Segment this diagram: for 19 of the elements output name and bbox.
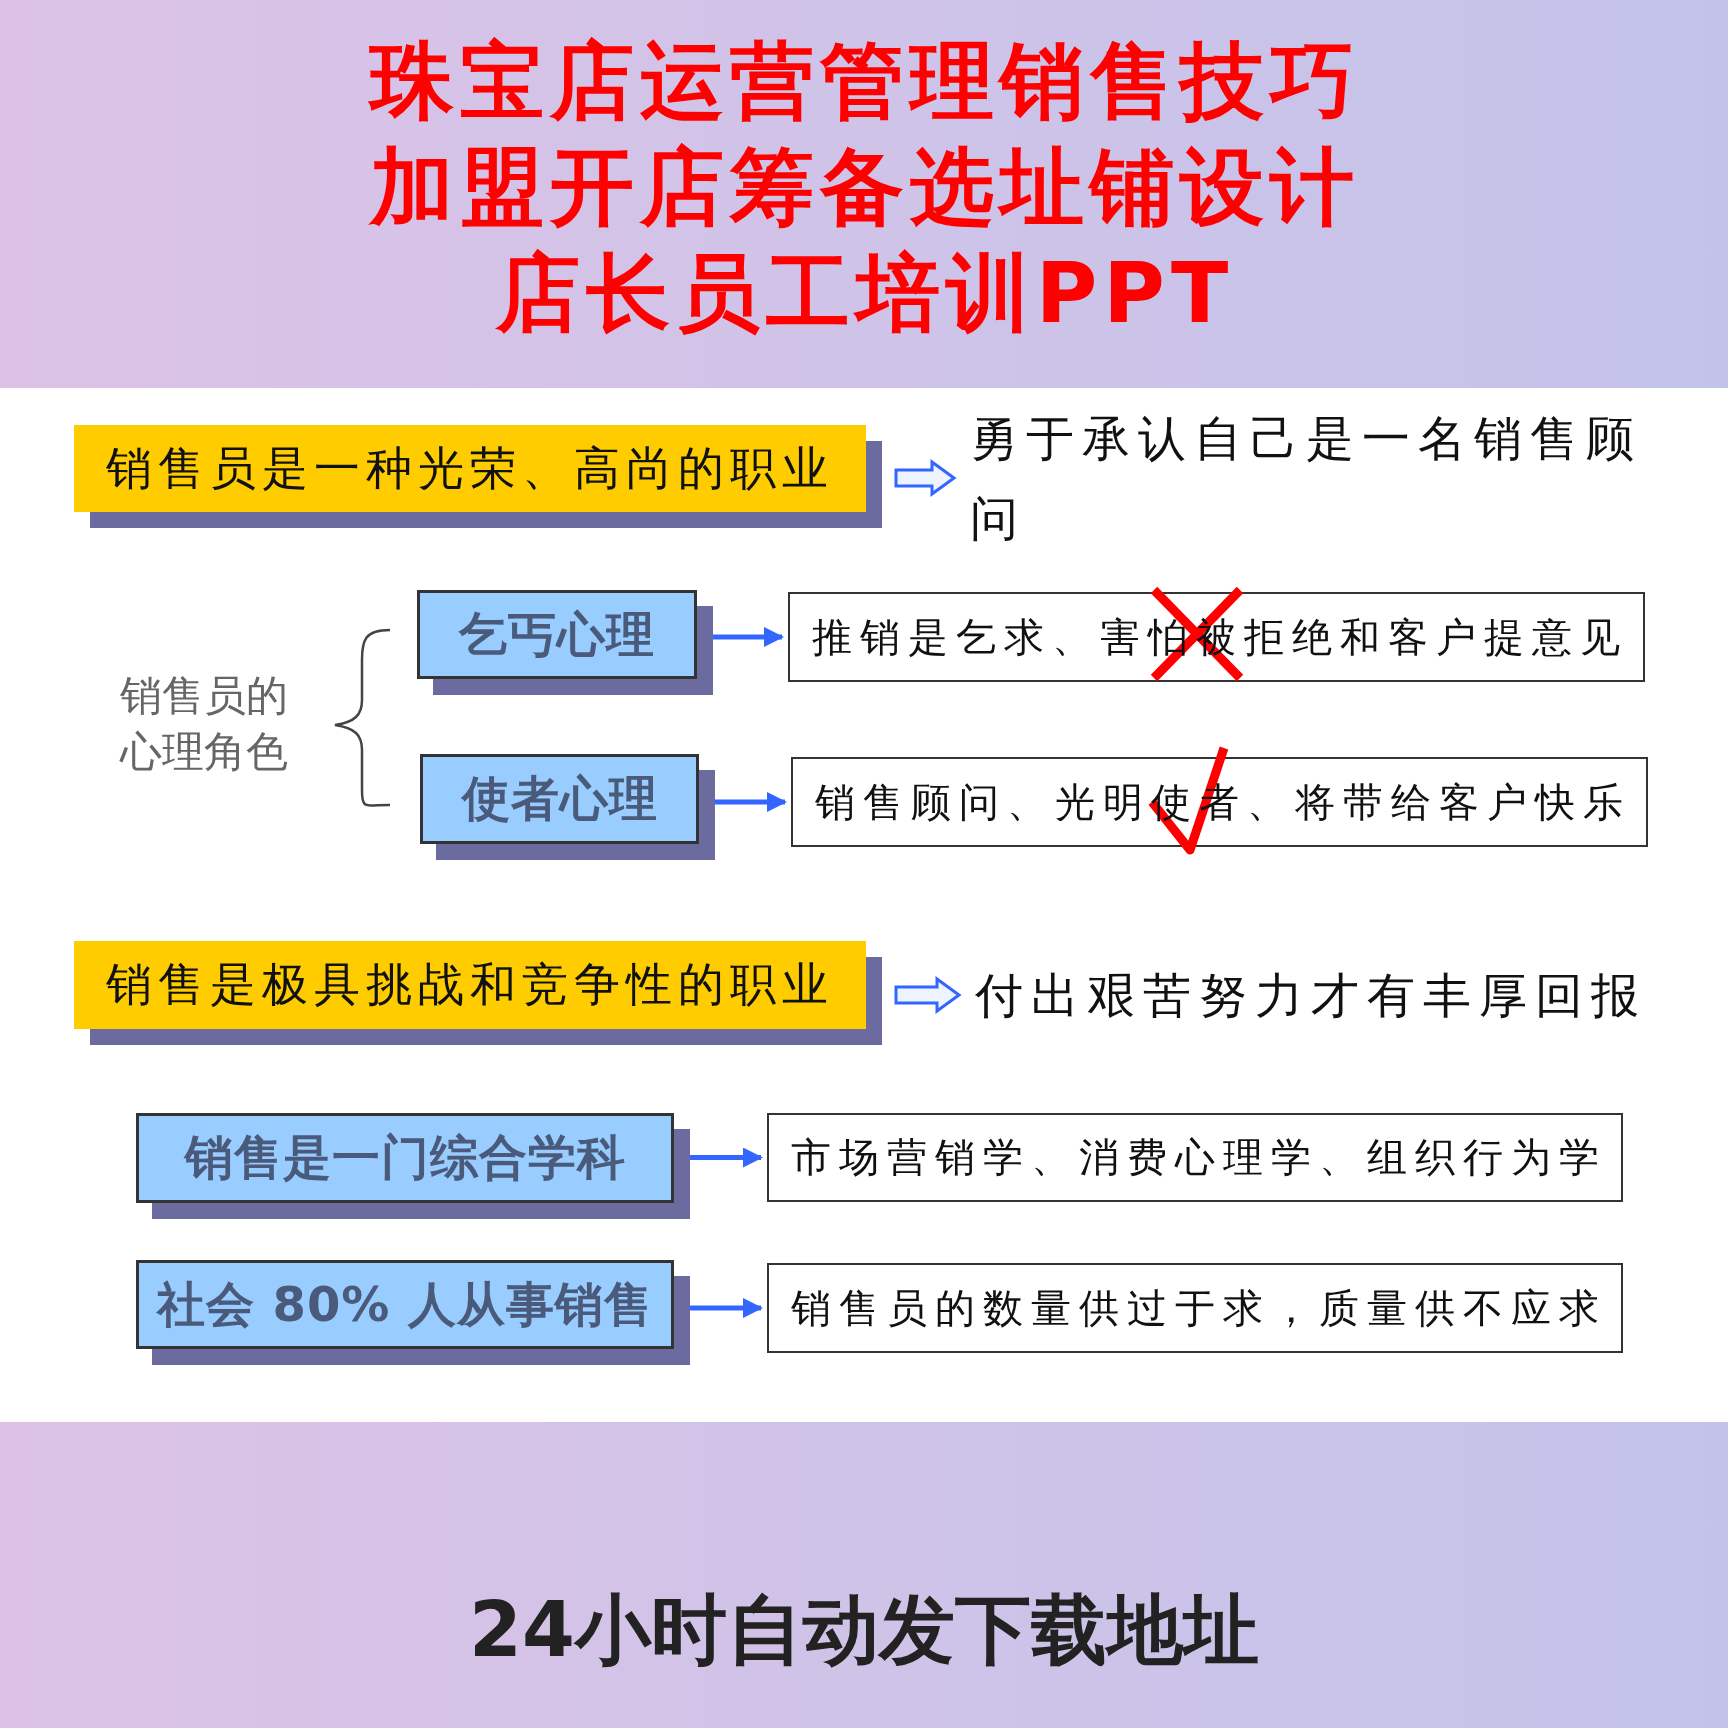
topic-box: 使者心理 [420, 754, 699, 844]
caption: 24小时自动发下载地址 [468, 1584, 1260, 1676]
arrow [715, 792, 787, 812]
statement-box: 市场营销学、消费心理学、组织行为学 [767, 1113, 1623, 1202]
arrow [690, 1147, 763, 1168]
statement-text: 勇于承认自己是一名销售顾问 [970, 398, 1660, 558]
heading-bar: 销售是极具挑战和竞争性的职业 [74, 941, 866, 1029]
side-label: 销售员的心理角色 [120, 670, 289, 778]
topic-box: 社会 80% 人从事销售 [136, 1260, 674, 1349]
title: 珠宝店运营管理销售技巧加盟开店筹备选址铺设计店长员工培训PPT [367, 31, 1361, 344]
heading-bar: 销售员是一种光荣、高尚的职业 [74, 425, 866, 512]
arrow [690, 1298, 763, 1318]
statement-text: 付出艰苦努力才有丰厚回报 [975, 955, 1675, 1035]
hollow-arrow [894, 459, 957, 497]
arrow [713, 627, 784, 647]
topic-box: 销售是一门综合学科 [136, 1113, 674, 1203]
statement-box: 销售员的数量供过于求，质量供不应求 [767, 1263, 1623, 1353]
topic-box: 乞丐心理 [417, 590, 697, 679]
hollow-arrow [894, 976, 962, 1014]
